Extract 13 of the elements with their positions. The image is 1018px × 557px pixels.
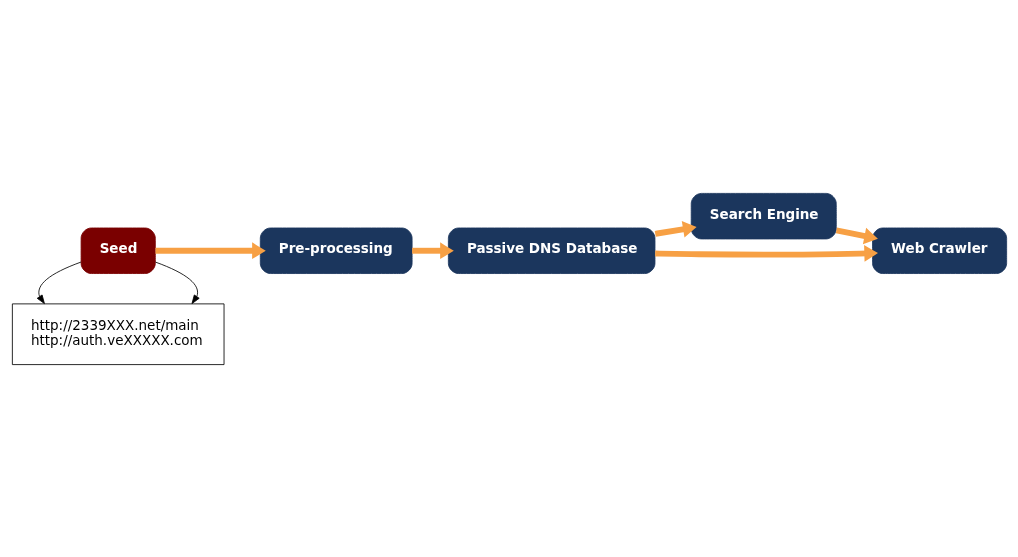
node-box: Passive DNS Database [447,227,655,274]
arrow [36,261,81,304]
node-box: Web Crawler [871,227,1007,274]
node-box: Seed [80,227,156,274]
arrow [411,241,454,259]
arrow [155,241,266,259]
arrow [835,227,878,244]
node-box: http://2339XXX.net/main http://auth.veXXXXX.com [11,302,224,365]
arrow [654,244,878,262]
arrow [154,261,200,304]
node-box: Pre-processing [259,227,413,274]
node-box: Search Engine [690,192,837,239]
arrow [654,220,697,238]
